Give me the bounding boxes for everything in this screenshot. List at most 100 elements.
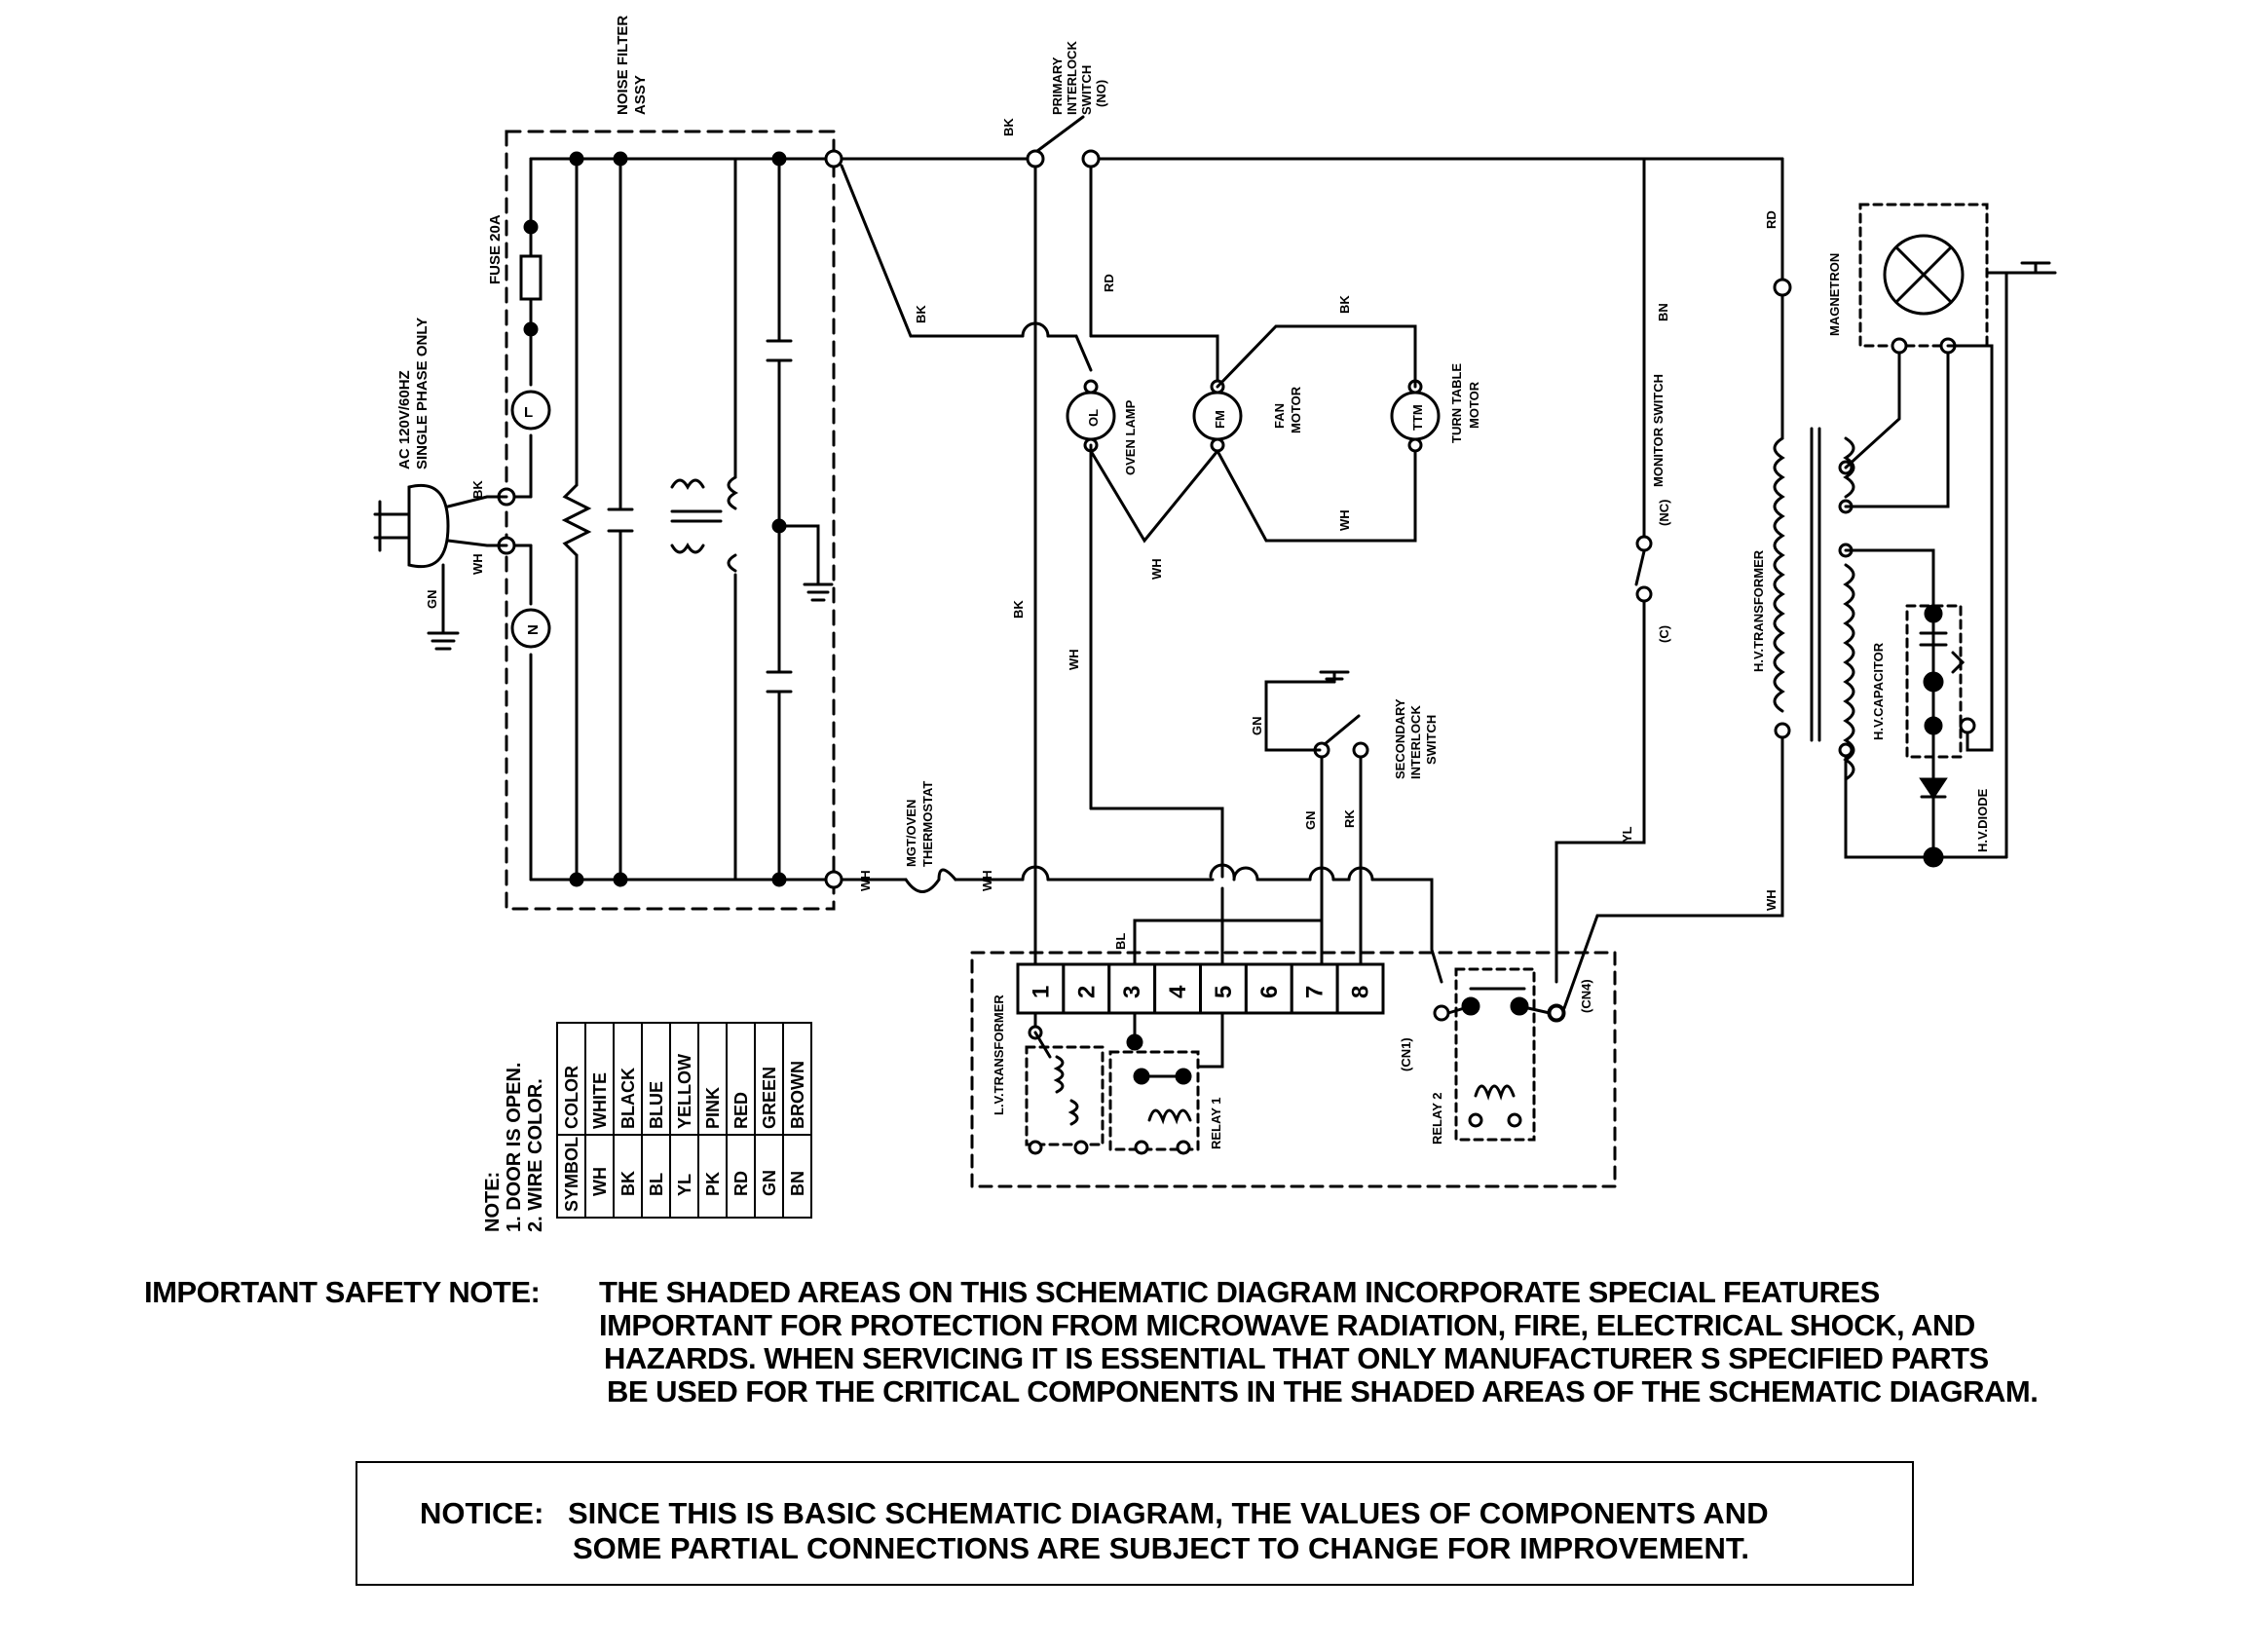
turntable-label-1: TURN TABLE xyxy=(1449,363,1464,443)
table-cell-color: BROWN xyxy=(788,1061,807,1129)
magnetron-symbol xyxy=(1883,234,1965,316)
magnetron-label: MAGNETRON xyxy=(1827,253,1842,336)
table-border xyxy=(556,1022,812,1219)
fan-motor-label-2: MOTOR xyxy=(1289,386,1303,433)
wire-labels: BK WH GN BK BK RD BK WH WH BK WH WH WH B… xyxy=(425,118,1779,950)
turntable-label-2: MOTOR xyxy=(1467,381,1481,429)
hv-transformer-primary xyxy=(1773,436,1785,713)
safety-note-line-4: BE USED FOR THE CRITICAL COMPONENTS IN T… xyxy=(607,1374,2039,1408)
wire-label-wh: WH xyxy=(1067,649,1081,670)
safety-note-line-2: IMPORTANT FOR PROTECTION FROM MICROWAVE … xyxy=(599,1308,1975,1342)
wire-label-yl: YL xyxy=(1620,826,1634,843)
cn1-label: (CN1) xyxy=(1399,1037,1413,1071)
connector-pin-number: 8 xyxy=(1348,986,1374,998)
ac-plug xyxy=(373,484,508,651)
lamp-n-label: N xyxy=(525,624,542,635)
safety-note-lead: IMPORTANT SAFETY NOTE: xyxy=(144,1275,541,1309)
wire-label-wh: WH xyxy=(858,870,873,891)
table-header-color: COLOR xyxy=(562,1066,581,1129)
secondary-switch-blade xyxy=(1323,714,1361,746)
monitor-switch-label: MONITOR SWITCH xyxy=(1651,374,1666,487)
oven-lamp-label: OVEN LAMP xyxy=(1123,399,1138,475)
ac-supply-label-1: AC 120V/60HZ xyxy=(396,370,413,469)
table-header-symbol: SYMBOL xyxy=(562,1137,581,1212)
lamp-l-label: L xyxy=(524,404,533,421)
table-cell-symbol: GN xyxy=(760,1170,779,1196)
primary-switch-terminal xyxy=(1026,149,1045,169)
safety-note-line-1: THE SHADED AREAS ON THIS SCHEMATIC DIAGR… xyxy=(599,1275,1880,1309)
wire-label-rd: RD xyxy=(1102,274,1116,292)
primary-switch-label-4: (NO) xyxy=(1094,80,1108,107)
connector-pin-number: 4 xyxy=(1165,985,1191,998)
thermostat-label-1: MGT/OVEN xyxy=(904,800,918,867)
safety-note-line-3: HAZARDS. WHEN SERVICING IT IS ESSENTIAL … xyxy=(604,1341,1989,1375)
hv-diode-label: H.V.DIODE xyxy=(1975,788,1990,852)
wire-label-wh: WH xyxy=(1337,509,1352,531)
wire-label-bn: BN xyxy=(1656,303,1670,321)
table-cell-color: RED xyxy=(731,1092,751,1129)
component-labels: NOISE FILTER ASSY FUSE 20A AC 120V/60HZ … xyxy=(396,16,1990,1149)
wire-label-rd: RD xyxy=(1764,210,1779,229)
wire-label-bk: BK xyxy=(1337,295,1352,314)
wire-label-rk: RK xyxy=(1342,809,1357,828)
thermostat-label-2: THERMOSTAT xyxy=(920,781,935,867)
hv-diode-symbol xyxy=(1919,777,1948,800)
ac-supply-label-2: SINGLE PHASE ONLY xyxy=(414,318,431,469)
lamp-l-symbol xyxy=(510,390,551,431)
wire-label-wh: WH xyxy=(1149,558,1164,580)
cn4-label: (CN4) xyxy=(1579,979,1593,1013)
monitor-switch-nc-label: (NC) xyxy=(1657,500,1671,526)
turntable-symbol-label: TTM xyxy=(1410,404,1425,431)
wire-label-gn: GN xyxy=(1303,811,1318,831)
secondary-switch-label-3: SWITCH xyxy=(1424,715,1439,765)
hv-transformer-label: H.V.TRANSFORMER xyxy=(1751,549,1766,672)
wire-label-wh: WH xyxy=(980,870,994,891)
main-wiring xyxy=(840,115,1792,1023)
connector-pin-cell xyxy=(1244,962,1293,1015)
notice-lead: NOTICE: xyxy=(420,1496,544,1530)
wire-label-wh: WH xyxy=(1764,889,1779,911)
monitor-switch-c-label: (C) xyxy=(1657,625,1671,643)
secondary-switch-label-1: SECONDARY xyxy=(1393,698,1407,779)
primary-switch-label-3: SWITCH xyxy=(1079,65,1094,115)
primary-switch-label-2: INTERLOCK xyxy=(1065,41,1079,115)
connector-pin-number: 7 xyxy=(1302,986,1329,998)
table-cell-symbol: BN xyxy=(788,1171,807,1196)
oven-lamp-symbol-label: OL xyxy=(1086,409,1101,427)
wire-label-bl: BL xyxy=(1113,933,1128,950)
monitor-switch-blade xyxy=(1634,549,1646,586)
notice-line-2: SOME PARTIAL CONNECTIONS ARE SUBJECT TO … xyxy=(573,1531,1749,1565)
wire-label-bk: BK xyxy=(1011,600,1026,619)
table-cell-color: BLUE xyxy=(647,1081,666,1129)
relay1-label: RELAY 1 xyxy=(1209,1098,1223,1149)
connector-pin-cell xyxy=(1335,962,1385,1015)
noise-filter-assy-label: ASSY xyxy=(632,75,649,115)
table-cell-color: BLACK xyxy=(618,1068,638,1129)
table-cell-symbol: BL xyxy=(647,1173,666,1196)
wire-label-gn: GN xyxy=(1250,717,1264,736)
connector-pin-number: 1 xyxy=(1028,986,1054,998)
relay2-label: RELAY 2 xyxy=(1430,1093,1444,1145)
hv-transformer-secondary xyxy=(1843,563,1855,781)
table-cell-color: YELLOW xyxy=(675,1054,694,1129)
primary-switch-label-1: PRIMARY xyxy=(1050,56,1065,115)
table-cell-symbol: RD xyxy=(731,1171,751,1196)
wire-label-wh: WH xyxy=(470,553,485,575)
primary-switch-blade xyxy=(1035,115,1085,153)
fuse-symbol xyxy=(519,254,543,301)
secondary-switch-label-2: INTERLOCK xyxy=(1408,705,1423,779)
table-cell-symbol: BK xyxy=(618,1171,638,1196)
table-cell-color: PINK xyxy=(703,1087,723,1129)
fan-motor-symbol-label: FM xyxy=(1213,410,1227,429)
wire-color-note: NOTE: 1. DOOR IS OPEN. 2. WIRE COLOR. xyxy=(482,1063,546,1232)
thermostat-symbol xyxy=(904,868,957,893)
fan-motor-label-1: FAN xyxy=(1272,403,1287,429)
notice-line-1: SINCE THIS IS BASIC SCHEMATIC DIAGRAM, T… xyxy=(568,1496,1769,1530)
table-cell-color: GREEN xyxy=(760,1067,779,1129)
connector-pin-number: 2 xyxy=(1073,986,1100,998)
wire-label-bk: BK xyxy=(914,305,928,323)
table-cell-color: WHITE xyxy=(590,1072,610,1129)
note-title: NOTE: xyxy=(482,1172,504,1232)
wire-label-bk: BK xyxy=(470,480,485,499)
